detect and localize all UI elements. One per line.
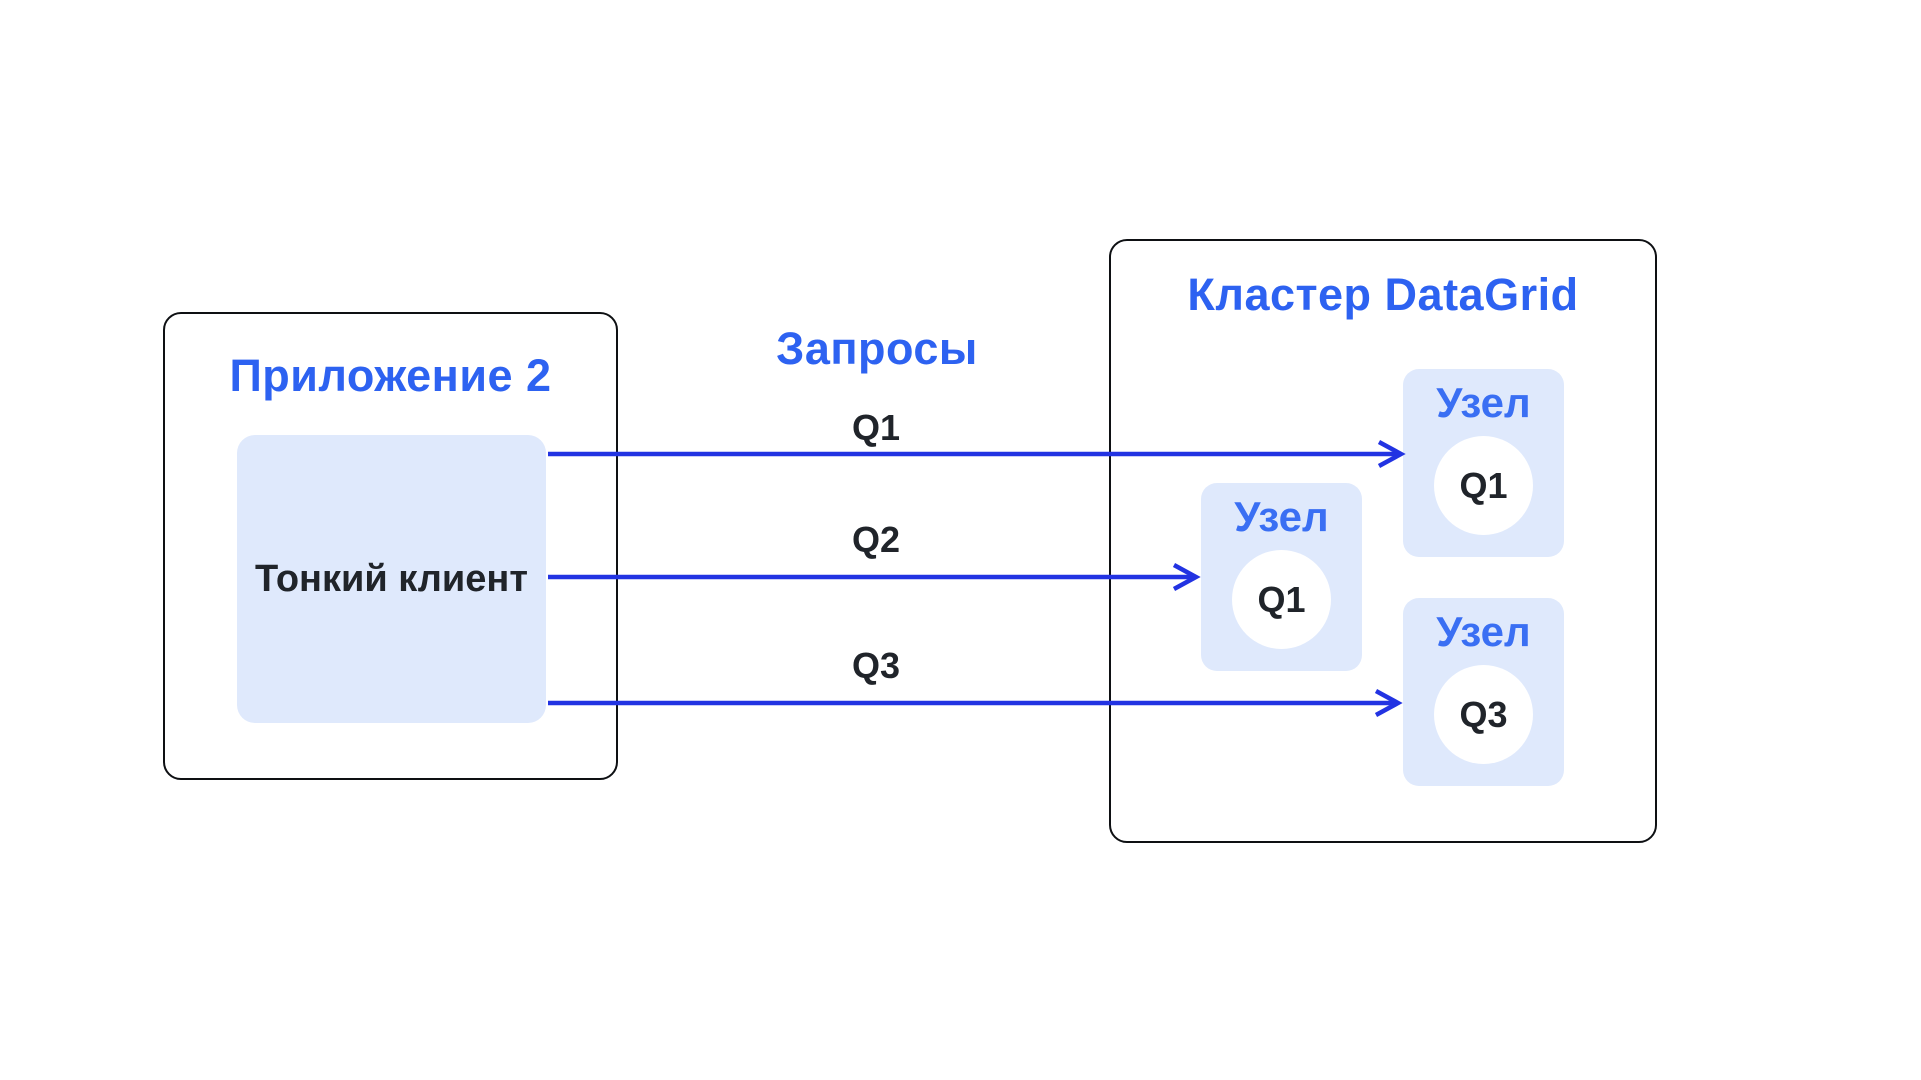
node-card-1: Узел Q1 [1403, 369, 1564, 557]
node-card-2: Узел Q1 [1201, 483, 1362, 671]
node-2-query-circle: Q1 [1232, 550, 1331, 649]
node-3-query-circle: Q3 [1434, 665, 1533, 764]
thin-client-label: Тонкий клиент [255, 557, 528, 600]
node-1-query-label: Q1 [1459, 464, 1508, 506]
node-1-query-circle: Q1 [1434, 436, 1533, 535]
node-3-title: Узел [1436, 608, 1531, 655]
query-arrow-label-q2: Q2 [851, 519, 901, 560]
query-arrow-label-q1: Q1 [851, 407, 901, 448]
cluster-box [1109, 239, 1657, 843]
requests-title: Запросы [776, 323, 978, 374]
thin-client-box: Тонкий клиент [237, 435, 546, 723]
node-2-query-label: Q1 [1257, 578, 1306, 620]
node-3-query-label: Q3 [1459, 693, 1508, 735]
node-2-title: Узел [1234, 493, 1329, 540]
cluster-title: Кластер DataGrid [1187, 269, 1579, 320]
query-arrow-q2 [548, 563, 1201, 591]
application-title: Приложение 2 [229, 350, 552, 401]
node-1-title: Узел [1436, 379, 1531, 426]
query-arrow-label-q3: Q3 [851, 645, 901, 686]
node-card-3: Узел Q3 [1403, 598, 1564, 786]
